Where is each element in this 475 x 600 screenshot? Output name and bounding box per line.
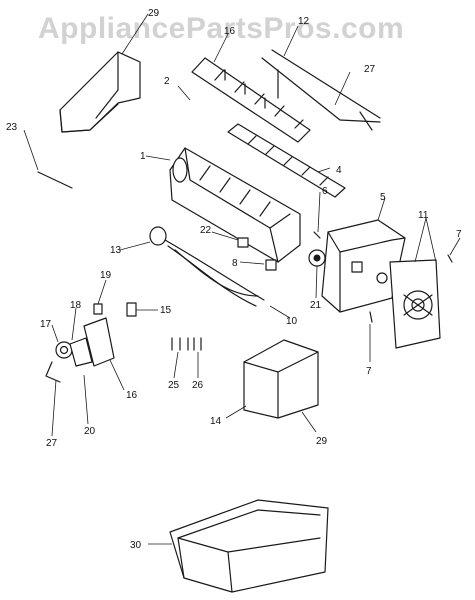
watermark: AppliancePartsPros.com: [38, 12, 405, 45]
callout-7: 7: [366, 366, 372, 377]
callout-25: 25: [168, 380, 180, 391]
callout-8: 7: [456, 229, 462, 240]
callout-16: 16: [126, 390, 138, 401]
water-valve-part: [45, 317, 115, 383]
callout-13: 12: [298, 16, 310, 27]
mold-part: [169, 147, 301, 263]
callout-1: 1: [140, 151, 146, 162]
bushing-part: [237, 237, 249, 248]
stripper-part: [191, 57, 311, 143]
screw-part-2: [447, 254, 453, 263]
callout-5: 5: [380, 192, 386, 203]
cover-plate-part: [389, 259, 441, 349]
screw-part: [313, 231, 321, 239]
fill-cup-part: [59, 51, 141, 133]
shutoff-arm-part: [261, 49, 381, 131]
callout-23: 29: [148, 8, 160, 19]
gear-part: [308, 249, 326, 267]
callout-17: 17: [40, 319, 52, 330]
callout-10: 10: [286, 316, 298, 327]
callout-22: 22: [200, 225, 212, 236]
callout-24: 23: [6, 122, 18, 133]
callout-labels: 29 12 16 27 2 23 1 4 6 5 11 22 7 13 8 19…: [6, 8, 462, 551]
callout-27: 27: [46, 438, 58, 449]
callout-30: 30: [130, 540, 142, 551]
leader-lines: [23, 13, 461, 545]
callout-6: 6: [322, 186, 328, 197]
wire-part: [37, 171, 73, 189]
callout-12: 13: [110, 245, 122, 256]
callout-29: 29: [316, 436, 328, 447]
callout-19: 19: [100, 270, 112, 281]
ice-bin-part: [169, 499, 329, 593]
clamp-part: [93, 303, 103, 315]
callout-4: 4: [336, 165, 342, 176]
callout-9: 8: [232, 258, 238, 269]
heater-harness-part: [149, 226, 265, 307]
callout-14: 14: [210, 416, 222, 427]
screw-part-3: [369, 311, 373, 323]
screws-set-part: [171, 337, 202, 351]
fitting-part: [126, 302, 137, 317]
callout-20: 20: [84, 426, 96, 437]
callout-21: 21: [310, 300, 322, 311]
insulation-block-part: [243, 339, 319, 419]
callout-2: 2: [164, 76, 170, 87]
ejector-part: [227, 123, 346, 198]
callout-3: 16: [224, 26, 236, 37]
callout-18: 18: [70, 300, 82, 311]
callout-28: 27: [364, 64, 376, 75]
callout-11: 11: [418, 210, 429, 221]
connector-part: [265, 259, 277, 271]
callout-26: 26: [192, 380, 204, 391]
callout-15: 15: [160, 305, 172, 316]
